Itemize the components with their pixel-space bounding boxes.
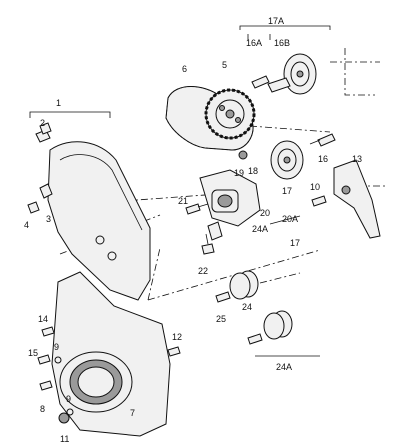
bolt-14 bbox=[41, 326, 55, 337]
callout-9b: 9 bbox=[66, 394, 71, 404]
callout-10: 10 bbox=[310, 182, 320, 192]
callout-2: 2 bbox=[40, 118, 45, 128]
callout-4: 4 bbox=[24, 220, 29, 230]
washer-9a bbox=[54, 356, 62, 364]
callout-9a: 9 bbox=[54, 342, 59, 352]
callout-11: 11 bbox=[60, 434, 69, 444]
idler-pulley-middle bbox=[270, 140, 304, 180]
bolt-4 bbox=[27, 201, 40, 214]
camshaft-sprocket bbox=[204, 88, 256, 140]
roller-24 bbox=[229, 270, 259, 300]
callout-12: 12 bbox=[172, 332, 182, 342]
callout-15: 15 bbox=[28, 348, 38, 358]
callout-3: 3 bbox=[46, 214, 51, 224]
callout-21: 21 bbox=[178, 196, 188, 206]
callout-22: 22 bbox=[198, 266, 208, 276]
callout-17b: 17 bbox=[290, 238, 300, 248]
stud-bolt bbox=[309, 133, 336, 147]
rear-bracket bbox=[333, 159, 381, 239]
callout-18: 18 bbox=[248, 166, 258, 176]
clip-2 bbox=[39, 122, 52, 135]
washer-9b bbox=[66, 408, 74, 416]
callout-14: 14 bbox=[38, 314, 48, 324]
callout-1: 1 bbox=[56, 98, 61, 108]
nut-11 bbox=[58, 412, 70, 424]
group-brackets bbox=[29, 25, 331, 357]
callout-16a: 16A bbox=[246, 38, 262, 48]
bolt-24a bbox=[247, 333, 263, 345]
bolt-21 bbox=[185, 203, 209, 215]
callout-20: 20 bbox=[260, 208, 270, 218]
idler-pulley-top bbox=[251, 53, 317, 95]
nut-19 bbox=[238, 150, 248, 160]
bolt-25 bbox=[215, 291, 231, 303]
lower-timing-cover bbox=[51, 271, 171, 437]
callout-24a-bottom: 24A bbox=[276, 362, 292, 372]
roller-24a bbox=[263, 310, 293, 340]
callout-8: 8 bbox=[40, 404, 45, 414]
callout-16: 16 bbox=[318, 154, 328, 164]
clip-3 bbox=[39, 183, 53, 199]
callout-5: 5 bbox=[222, 60, 227, 70]
upper-timing-cover bbox=[35, 129, 151, 301]
callout-24: 24 bbox=[242, 302, 252, 312]
bolt-15 bbox=[37, 354, 51, 365]
callout-6: 6 bbox=[182, 64, 187, 74]
bolt-8 bbox=[39, 380, 53, 391]
bolt-12 bbox=[167, 346, 181, 357]
callout-16b: 16B bbox=[274, 38, 290, 48]
bolt-22 bbox=[201, 233, 215, 255]
callout-13: 13 bbox=[352, 154, 362, 164]
callout-20a: 20A bbox=[282, 214, 298, 224]
callout-17a: 17A bbox=[268, 16, 284, 26]
tensioner-assembly bbox=[199, 169, 261, 241]
callout-17: 17 bbox=[282, 186, 292, 196]
bolt-10 bbox=[311, 195, 327, 207]
callout-25: 25 bbox=[216, 314, 226, 324]
callout-19: 19 bbox=[234, 168, 244, 178]
callout-7: 7 bbox=[130, 408, 135, 418]
callout-24a: 24A bbox=[252, 224, 268, 234]
callout-labels: 1 2 3 4 5 6 7 8 9 9 10 11 12 13 14 15 16… bbox=[24, 16, 362, 444]
